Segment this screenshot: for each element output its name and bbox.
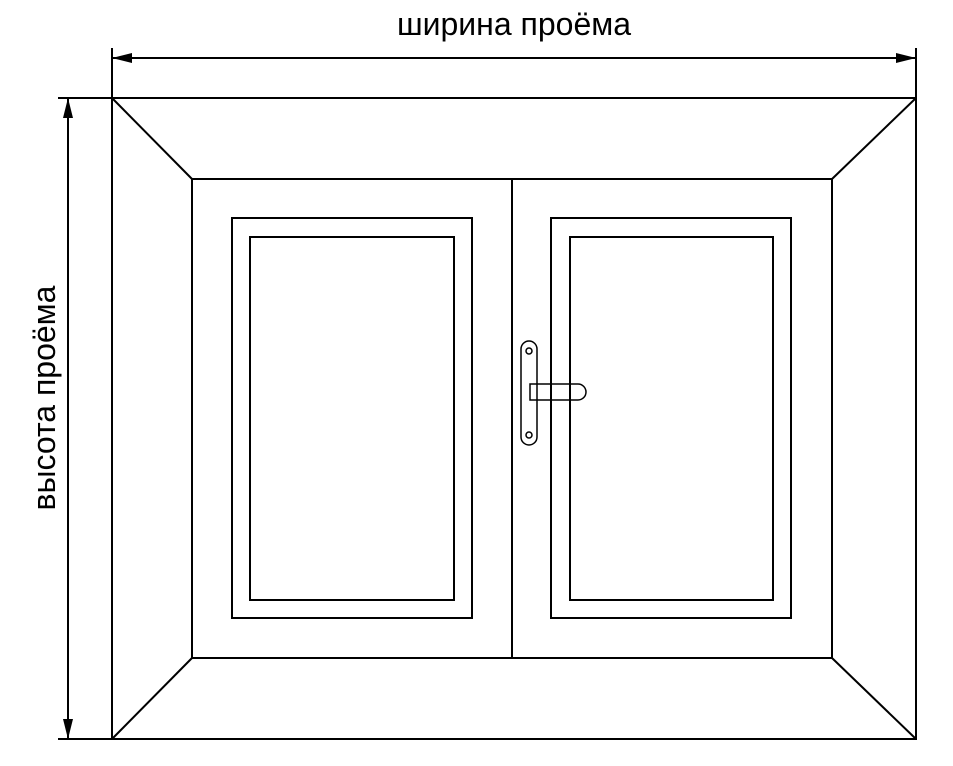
width-dimension: ширина проёма	[111, 6, 917, 98]
wall-opening	[111, 97, 917, 740]
opening-outline	[111, 97, 917, 740]
right-sash-outline	[550, 217, 792, 619]
window-frame	[191, 178, 833, 659]
right-glass-pane	[569, 236, 774, 601]
height-label: высота проёма	[26, 285, 62, 510]
reveal-line-top-right	[831, 97, 917, 180]
handle-base-plate	[520, 340, 538, 446]
right-sash	[550, 217, 792, 619]
reveal-line-top-left	[111, 97, 193, 180]
reveal-line-bottom-right	[831, 657, 917, 740]
window-handle	[520, 340, 587, 446]
left-sash	[231, 217, 473, 619]
handle-screw-bottom	[525, 431, 533, 439]
width-label: ширина проёма	[397, 6, 631, 42]
left-sash-outline	[231, 217, 473, 619]
reveal-line-bottom-left	[111, 657, 193, 740]
left-glass-pane	[249, 236, 455, 601]
handle-screw-top	[525, 347, 533, 355]
handle-lever	[529, 383, 587, 401]
height-dimension: высота проёма	[26, 97, 112, 740]
